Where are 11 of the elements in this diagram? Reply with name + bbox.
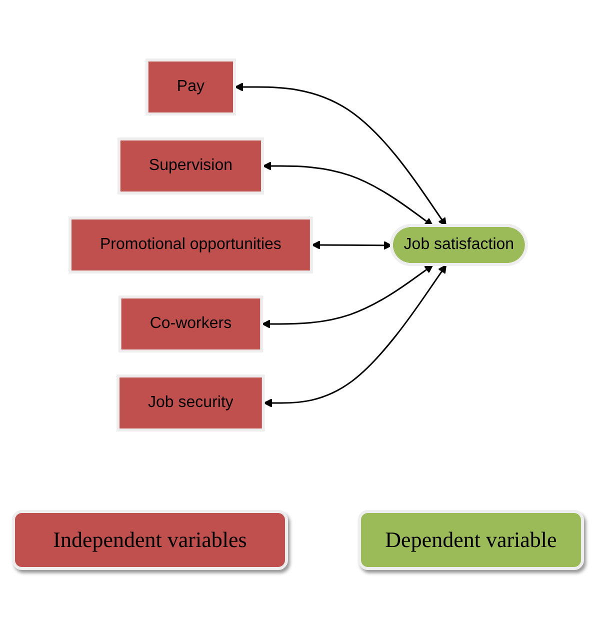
node-box: Pay xyxy=(145,58,236,116)
node-box: Promotional opportunities xyxy=(68,216,313,274)
arrow xyxy=(234,82,446,226)
arrow xyxy=(261,264,434,328)
legend-swatch: Dependent variable xyxy=(358,510,584,570)
node-box: Job security xyxy=(116,374,265,432)
legend-swatch: Independent variables xyxy=(12,510,288,570)
arrow xyxy=(263,264,446,408)
node-box: Co-workers xyxy=(118,296,263,352)
node-box: Supervision xyxy=(117,138,264,194)
arrow xyxy=(262,162,434,226)
